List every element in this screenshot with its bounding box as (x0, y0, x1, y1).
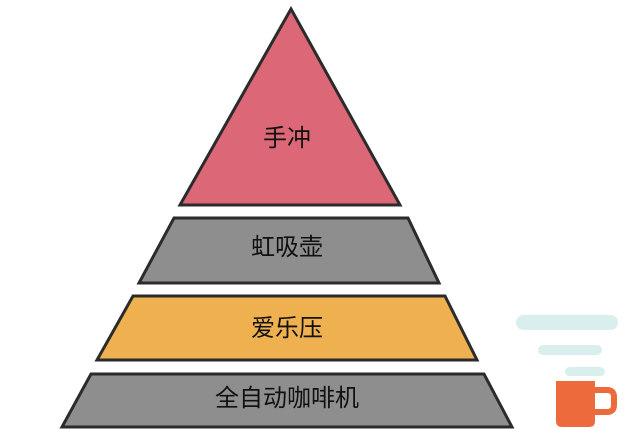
pyramid-tier-2: 虹吸壶 (136, 216, 442, 285)
cup-handle (595, 387, 617, 415)
pyramid-tier-4: 全自动咖啡机 (59, 372, 515, 429)
pyramid-tier-3: 爱乐压 (94, 294, 480, 362)
coffee-cup-icon (516, 315, 618, 427)
pyramid-tier-4-shape (59, 372, 515, 429)
pyramid-tier-3-label: 爱乐压 (251, 314, 323, 342)
pyramid-tier-2-label: 虹吸壶 (251, 233, 323, 261)
pyramid-tier-2-shape (136, 216, 442, 285)
pyramid-tier-3-shape (94, 294, 480, 362)
pyramid-tier-1-label: 手冲 (263, 124, 311, 152)
pyramid-tier-4-label: 全自动咖啡机 (215, 384, 359, 412)
pyramid-tier-1: 手冲 (177, 5, 403, 207)
cup-body (556, 381, 595, 427)
pyramid-tier-1-shape (177, 5, 403, 207)
steam-icon (516, 315, 618, 376)
